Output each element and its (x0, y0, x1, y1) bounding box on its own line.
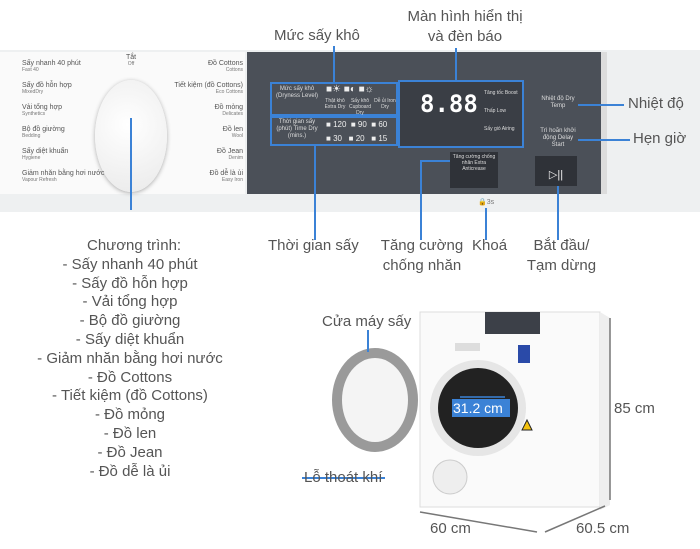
drum-diameter: 31.2 cm (453, 400, 503, 416)
dryness-box (270, 82, 398, 116)
airing-option[interactable]: Sấy gió Airing (484, 126, 515, 132)
program-item: - Sấy nhanh 40 phút (62, 255, 198, 273)
display-label-2: và đèn báo (427, 28, 503, 45)
program-item: - Đồ len (103, 424, 157, 442)
delay-start-button[interactable]: Trì hoãn khởi động Delay Start (540, 128, 576, 149)
boost-option[interactable]: Tăng tốc Boost (484, 90, 518, 96)
dryness-opt-extra-dry[interactable]: Thật khô Extra Dry (324, 98, 346, 110)
anticrease-label-2: chống nhăn (382, 257, 462, 274)
program-item: - Đồ Cottons (87, 368, 173, 386)
time-box (270, 116, 398, 146)
program-item: - Đồ dễ là ủi (89, 462, 171, 480)
dial-program-right[interactable]: Tiết kiệm (đồ Cottons)Eco Cottons (174, 82, 243, 95)
program-list: Chương trình: - Sấy nhanh 40 phút- Sấy đ… (30, 237, 230, 481)
vent-label: Lỗ thoát khí (304, 469, 383, 486)
program-list-title: Chương trình: (87, 237, 182, 254)
low-option[interactable]: Thấp Low (484, 108, 506, 114)
display-box (398, 80, 524, 148)
door-label: Cửa máy sấy (322, 313, 412, 330)
digital-display: 8.88 (420, 90, 478, 118)
timer-label: Hẹn giờ (633, 130, 687, 147)
start-label-1: Bắt đầu/ (533, 237, 590, 254)
program-item: - Sấy đồ hỗn hợp (72, 274, 188, 292)
lock-label: Khoá (472, 237, 508, 254)
program-item: - Đồ Jean (97, 443, 163, 461)
dryness-opt-iron-dry[interactable]: Dễ ủi Iron Dry (374, 98, 396, 110)
height-dimension: 85 cm (614, 400, 655, 417)
dryer-image (302, 311, 611, 533)
program-item: - Vải tổng hợp (82, 293, 178, 311)
time-dry-label: Thời gian sấy (268, 237, 359, 254)
time-dry-text: Thời gian sấy (phút) Time Dry (mins.) (276, 119, 318, 140)
program-item: - Giảm nhăn bằng hơi nước (37, 349, 223, 367)
start-pause-button[interactable]: ▷|| (535, 156, 577, 186)
program-item: - Bộ đồ giường (79, 312, 181, 330)
display-label-1: Màn hình hiển thị (407, 8, 523, 25)
start-label-2: Tạm dừng (526, 257, 597, 274)
dryness-icons: ■☀ ■◐ ■☼ (326, 84, 374, 95)
lock-hint: 🔒3s (478, 199, 495, 206)
depth-dimension: 60.5 cm (576, 520, 630, 537)
anticrease-button[interactable]: Tăng cường chống nhăn Extra Anticrease (450, 152, 498, 188)
width-dimension: 60 cm (430, 520, 471, 537)
temp-label: Nhiệt độ (628, 95, 684, 112)
dry-temp-button[interactable]: Nhiệt độ Dry Temp (541, 96, 575, 110)
dryness-label: Mức sấy khô (274, 27, 360, 44)
dial-indicator (130, 118, 132, 210)
program-item: - Tiết kiệm (đồ Cottons) (52, 387, 208, 405)
program-item: - Sấy diệt khuẩn (75, 330, 185, 348)
anticrease-label-1: Tăng cường (380, 237, 464, 254)
program-item: - Đồ mỏng (94, 406, 166, 424)
dryness-opt-cupboard-dry[interactable]: Sấy khô Cupboard Dry (349, 98, 371, 116)
dryness-level-text: Mức sấy khô (Dryness Level) (275, 86, 318, 100)
